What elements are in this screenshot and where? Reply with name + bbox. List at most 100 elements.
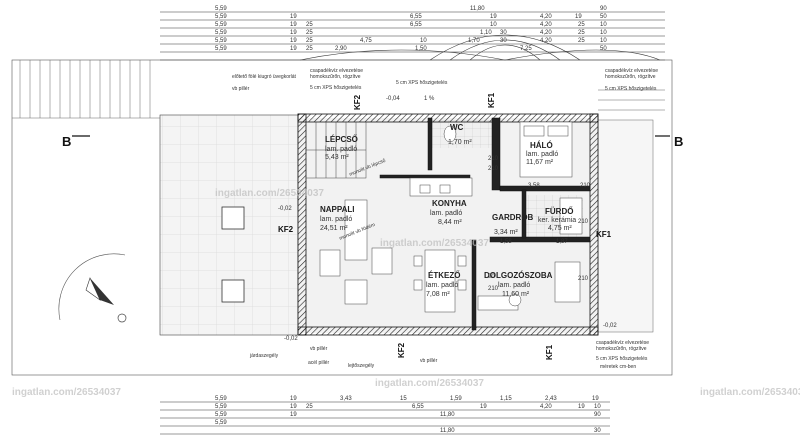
svg-text:csapadékvíz elvezetése: csapadékvíz elvezetése [310,68,363,74]
svg-text:19: 19 [290,396,297,402]
north-arrow-icon [58,253,127,323]
svg-text:19: 19 [578,404,585,410]
svg-text:19: 19 [290,14,297,20]
inner-walls [379,117,591,331]
svg-text:lejtőszegély: lejtőszegély [348,363,375,369]
svg-text:25: 25 [578,30,585,36]
top-dim-labels: 5,59 11,80 90 5,59 19 6,55 19 4,20 19 50… [215,6,607,52]
svg-text:ingatlan.com/26534037: ingatlan.com/26534037 [12,387,121,398]
room-nappali-name: NAPPALI [320,205,355,214]
svg-text:homokszűrőn, rögzítve: homokszűrőn, rögzítve [605,74,656,80]
svg-text:4,20: 4,20 [540,38,552,44]
room-dolgozo-name: DOLGOZÓSZOBA [484,271,553,280]
svg-text:járdaszegély: járdaszegély [249,353,279,359]
svg-text:1,70: 1,70 [468,38,480,44]
room-furdo-name: FÜRDŐ [545,207,573,216]
svg-text:19: 19 [575,14,582,20]
svg-text:előtető fölé kiugró üvegkorlát: előtető fölé kiugró üvegkorlát [232,74,297,80]
svg-text:210: 210 [488,286,499,292]
svg-text:25: 25 [306,30,313,36]
svg-text:homokszűrőn, rögzítve: homokszűrőn, rögzítve [310,74,361,80]
watermarks: ingatlan.com/26534037 ingatlan.com/26534… [12,188,800,398]
svg-text:vb pillér: vb pillér [232,86,250,92]
svg-text:4,75: 4,75 [360,38,372,44]
svg-text:homokszűrőn, rögzítve: homokszűrőn, rögzítve [596,346,647,352]
svg-text:19: 19 [290,404,297,410]
svg-text:10: 10 [600,38,607,44]
svg-text:210: 210 [580,183,591,189]
level-slope: 1 % [424,96,435,102]
svg-text:19: 19 [290,46,297,52]
svg-text:4,20: 4,20 [540,22,552,28]
room-halo-name: HÁLÓ [530,141,553,150]
svg-text:25: 25 [578,22,585,28]
bottom-dim-labels: 5,59 19 3,43 15 1,59 1,15 2,43 19 5,59 1… [215,396,601,434]
room-lepcso-sub: lam. padló [325,146,357,153]
svg-text:5,59: 5,59 [215,396,227,402]
svg-text:90: 90 [594,412,601,418]
room-halo-sub: lam. padló [526,151,558,158]
bed [519,121,573,178]
marker-kf2-top: KF2 [353,94,362,110]
svg-text:5,59: 5,59 [215,22,227,28]
room-furdo-area: 4,75 m² [548,225,572,232]
section-left: B [62,134,71,149]
pillar-1 [221,206,245,230]
pillar-2 [221,279,245,303]
svg-text:csapadékvíz elvezetése: csapadékvíz elvezetése [596,340,649,346]
svg-text:15: 15 [400,396,407,402]
desk [477,261,581,311]
svg-text:10: 10 [490,22,497,28]
svg-text:1,10: 1,10 [480,30,492,36]
svg-text:3,58: 3,58 [528,183,540,189]
svg-text:5 cm XPS hőszigetelés: 5 cm XPS hőszigetelés [605,86,657,92]
outer-walls [297,113,599,336]
inner-dim-labels: 210 210 3,58 210 1,58 1,87 210 210 90 21… [488,156,591,292]
section-right: B [674,134,683,149]
level-2: -0,02 [278,206,292,212]
svg-text:7,25: 7,25 [520,46,532,52]
svg-text:1,59: 1,59 [450,396,462,402]
right-stripes [598,89,665,111]
svg-text:25: 25 [306,38,313,44]
room-wc-name: WC [450,123,464,132]
svg-text:19: 19 [290,412,297,418]
svg-text:5,59: 5,59 [215,6,227,12]
marker-kf2-left: KF2 [278,225,294,234]
svg-text:11,80: 11,80 [440,412,455,418]
stairs [305,121,367,179]
svg-text:1,58: 1,58 [500,239,512,245]
svg-text:210: 210 [578,276,589,282]
svg-text:ingatlan.com/26534037: ingatlan.com/26534037 [700,387,800,398]
svg-text:10: 10 [420,38,427,44]
svg-text:210: 210 [488,166,499,172]
svg-text:5,59: 5,59 [215,30,227,36]
svg-text:90: 90 [488,274,495,280]
svg-text:25: 25 [306,46,313,52]
level-3: -0,02 [284,336,298,342]
room-dolgozo-sub: lam. padló [498,282,530,289]
room-konyha-area: 8,44 m² [438,219,462,226]
room-etkezo-name: ÉTKEZŐ [428,271,460,280]
svg-text:5,59: 5,59 [215,46,227,52]
svg-text:ingatlan.com/26534037: ingatlan.com/26534037 [375,378,484,389]
svg-text:2,43: 2,43 [545,396,557,402]
svg-text:3,43: 3,43 [340,396,352,402]
top-dimensions [160,11,665,53]
svg-text:5,59: 5,59 [215,412,227,418]
terrace-right [597,119,654,333]
svg-text:11,80: 11,80 [440,428,455,434]
marker-kf2-bottom: KF2 [397,342,406,358]
svg-text:5 cm XPS hőszigetelés: 5 cm XPS hőszigetelés [310,85,362,91]
svg-text:25: 25 [306,22,313,28]
svg-text:5 cm XPS hőszigetelés: 5 cm XPS hőszigetelés [596,356,648,362]
room-konyha-name: KONYHA [432,199,467,208]
svg-text:50: 50 [600,14,607,20]
svg-text:90: 90 [600,6,607,12]
svg-text:19: 19 [480,404,487,410]
svg-text:4,20: 4,20 [540,404,552,410]
svg-text:50: 50 [600,46,607,52]
svg-text:1,15: 1,15 [500,396,512,402]
room-konyha-sub: lam. padló [430,210,462,217]
